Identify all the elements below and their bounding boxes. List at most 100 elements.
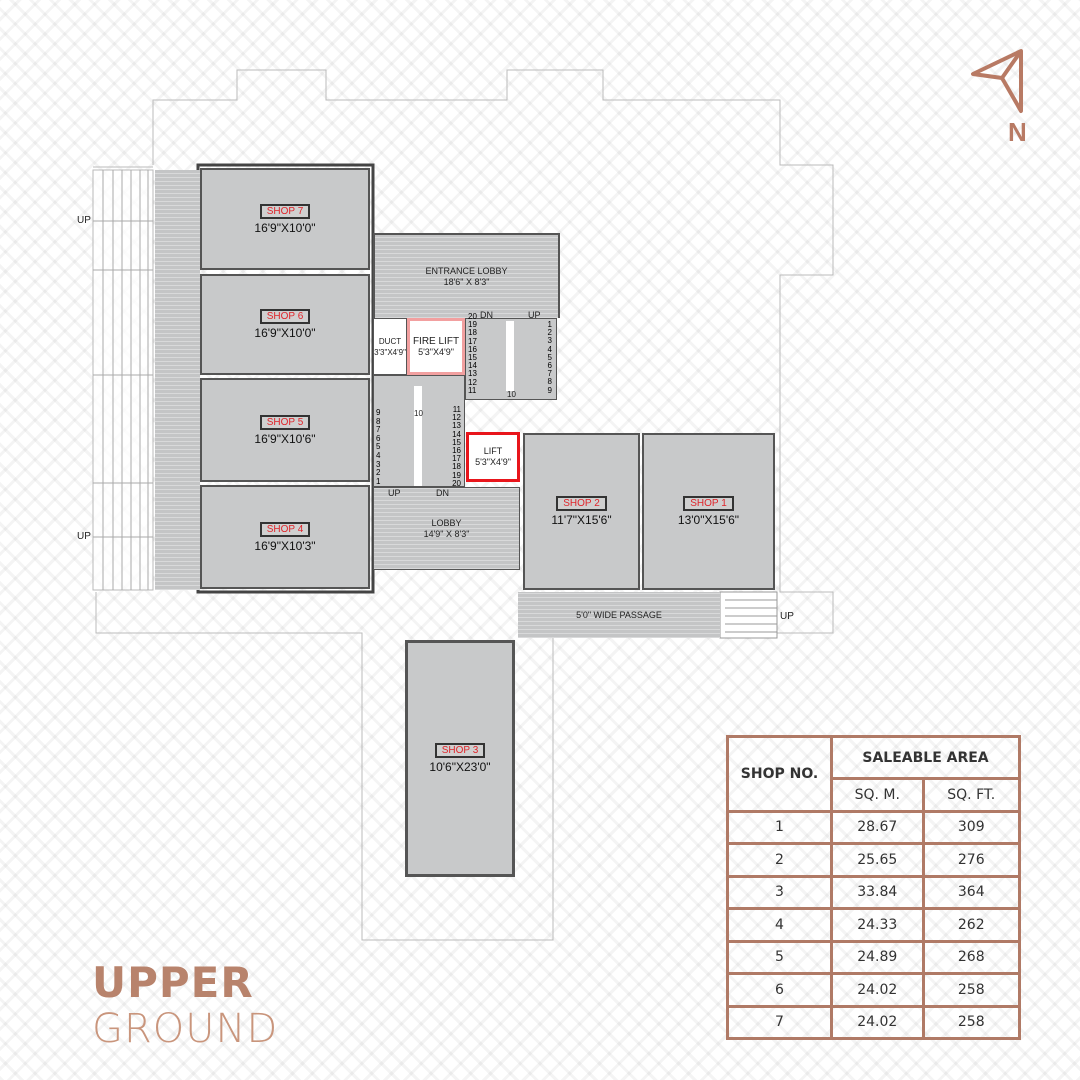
stair-step-number: 6 (376, 433, 381, 443)
stair-step-number: 13 (452, 421, 461, 431)
shop-6[interactable]: SHOP 6 16'9"X10'0" (200, 274, 370, 375)
stair-step-number: 9 (376, 408, 381, 417)
stair-step-number: 14 (452, 429, 461, 439)
shop-4-label: SHOP 4 (259, 521, 311, 537)
stair-up-label: UP (528, 310, 541, 320)
stair-up-label: UP (388, 488, 401, 498)
cell-sqm: 28.67 (830, 809, 925, 845)
stair-step-number: 1 (376, 476, 381, 486)
stair-up-label: UP (780, 611, 794, 622)
stair-step-number: 2 (547, 328, 552, 338)
stair-step-number: 20 (468, 312, 477, 321)
stair-step-number: 15 (452, 437, 461, 447)
stair-step-number: 7 (376, 425, 381, 435)
lift: LIFT 5'3"X4'9" (466, 432, 520, 482)
cell-sqm: 24.33 (830, 907, 925, 943)
stair-step-number: 12 (452, 413, 461, 423)
cell-sqm: 24.02 (830, 1004, 925, 1040)
entrance-lobby: ENTRANCE LOBBY 18'6" X 8'3" (373, 233, 560, 318)
stair-step-number: 18 (468, 328, 477, 338)
cell-sqft: 276 (921, 842, 1021, 878)
cell-sqft: 258 (921, 1004, 1021, 1040)
lobby-dim: 14'9" X 8'3" (423, 528, 470, 539)
shop-5[interactable]: SHOP 5 16'9"X10'6" (200, 378, 370, 482)
stair-step-number: 20 (452, 478, 461, 488)
stair-landing-number: 10 (414, 409, 423, 418)
cell-sqft: 262 (921, 907, 1021, 943)
fire-lift-label: FIRE LIFT (412, 335, 460, 347)
cell-sqft: 309 (921, 809, 1021, 845)
stair-step-number: 13 (468, 369, 477, 379)
shop-1-dim: 13'0"X15'6" (677, 513, 740, 527)
floor-title-line1: UPPER (92, 958, 254, 1007)
lift-dim: 5'3"X4'9" (475, 457, 511, 467)
shop-3-label: SHOP 3 (434, 743, 486, 758)
cell-sqm: 33.84 (830, 874, 925, 910)
corridor-floor (155, 170, 200, 590)
shop-4-dim: 16'9"X10'3" (254, 538, 316, 553)
cell-shop: 6 (726, 972, 833, 1008)
col-saleable-area: SALEABLE AREA (830, 735, 1021, 780)
stair-step-number: 2 (376, 468, 381, 478)
stair-step-number: 9 (547, 385, 552, 395)
north-label: N (1008, 117, 1027, 147)
entrance-lobby-label: ENTRANCE LOBBY (425, 265, 508, 276)
shop-3[interactable]: SHOP 3 10'6"X23'0" (405, 640, 515, 877)
stair-dn-label: DN (436, 488, 449, 498)
shop-6-label: SHOP 6 (259, 309, 311, 324)
stair-step-number: 3 (376, 459, 381, 469)
col-shop-no: SHOP NO. (726, 735, 833, 813)
stair-up-label: UP (77, 531, 91, 542)
fire-lift: FIRE LIFT 5'3"X4'9" (407, 318, 465, 375)
shop-2-label: SHOP 2 (556, 496, 607, 511)
cell-shop: 4 (726, 907, 833, 943)
floor-title-line2: GROUND (92, 1006, 279, 1052)
cell-sqft: 258 (921, 972, 1021, 1008)
stair-step-number: 11 (452, 405, 461, 414)
stair-step-number: 15 (468, 353, 477, 363)
stair-step-number: 5 (547, 352, 552, 362)
stair-up-label: UP (77, 215, 91, 226)
stair-step-number: 8 (376, 416, 381, 426)
cell-shop: 2 (726, 842, 833, 878)
stair-step-number: 5 (376, 442, 381, 452)
shop-2-dim: 11'7"X15'6" (551, 513, 612, 527)
shop-1[interactable]: SHOP 1 13'0"X15'6" (642, 433, 775, 590)
stair-step-number: 4 (547, 344, 552, 354)
lobby-label: LOBBY (431, 517, 462, 528)
cell-shop: 7 (726, 1004, 833, 1040)
stair-step-number: 4 (376, 450, 381, 460)
lobby: LOBBY 14'9" X 8'3" (373, 487, 520, 570)
fire-lift-dim: 5'3"X4'9" (418, 346, 454, 357)
stair-step-number: 16 (468, 344, 477, 354)
stair-step-number: 19 (468, 320, 477, 330)
shop-7-dim: 16'9"X10'0" (254, 220, 316, 235)
shop-5-dim: 16'9"X10'6" (254, 431, 316, 446)
shop-1-label: SHOP 1 (683, 496, 734, 511)
stair-step-number: 8 (547, 377, 552, 387)
passage-label: 5'0" WIDE PASSAGE (576, 609, 662, 620)
stair-step-number: 16 (452, 446, 461, 456)
stair-step-number: 19 (452, 470, 461, 480)
shop-2[interactable]: SHOP 2 11'7"X15'6" (523, 433, 640, 590)
duct: DUCT 3'3"X4'9" (373, 318, 407, 375)
stair-step-number: 14 (468, 361, 477, 371)
cell-sqm: 25.65 (830, 842, 925, 878)
shop-7[interactable]: SHOP 7 16'9"X10'0" (200, 168, 370, 270)
shop-7-label: SHOP 7 (259, 203, 311, 219)
stair-landing-number: 10 (507, 390, 516, 399)
cell-sqm: 24.89 (830, 939, 925, 975)
shop-3-dim: 10'6"X23'0" (429, 760, 491, 774)
cell-shop: 3 (726, 874, 833, 910)
duct-label: DUCT (378, 336, 402, 346)
stair-step-number: 6 (547, 361, 552, 371)
shop-4[interactable]: SHOP 4 16'9"X10'3" (200, 485, 370, 589)
shop-5-label: SHOP 5 (259, 414, 311, 430)
cell-shop: 1 (726, 809, 833, 845)
